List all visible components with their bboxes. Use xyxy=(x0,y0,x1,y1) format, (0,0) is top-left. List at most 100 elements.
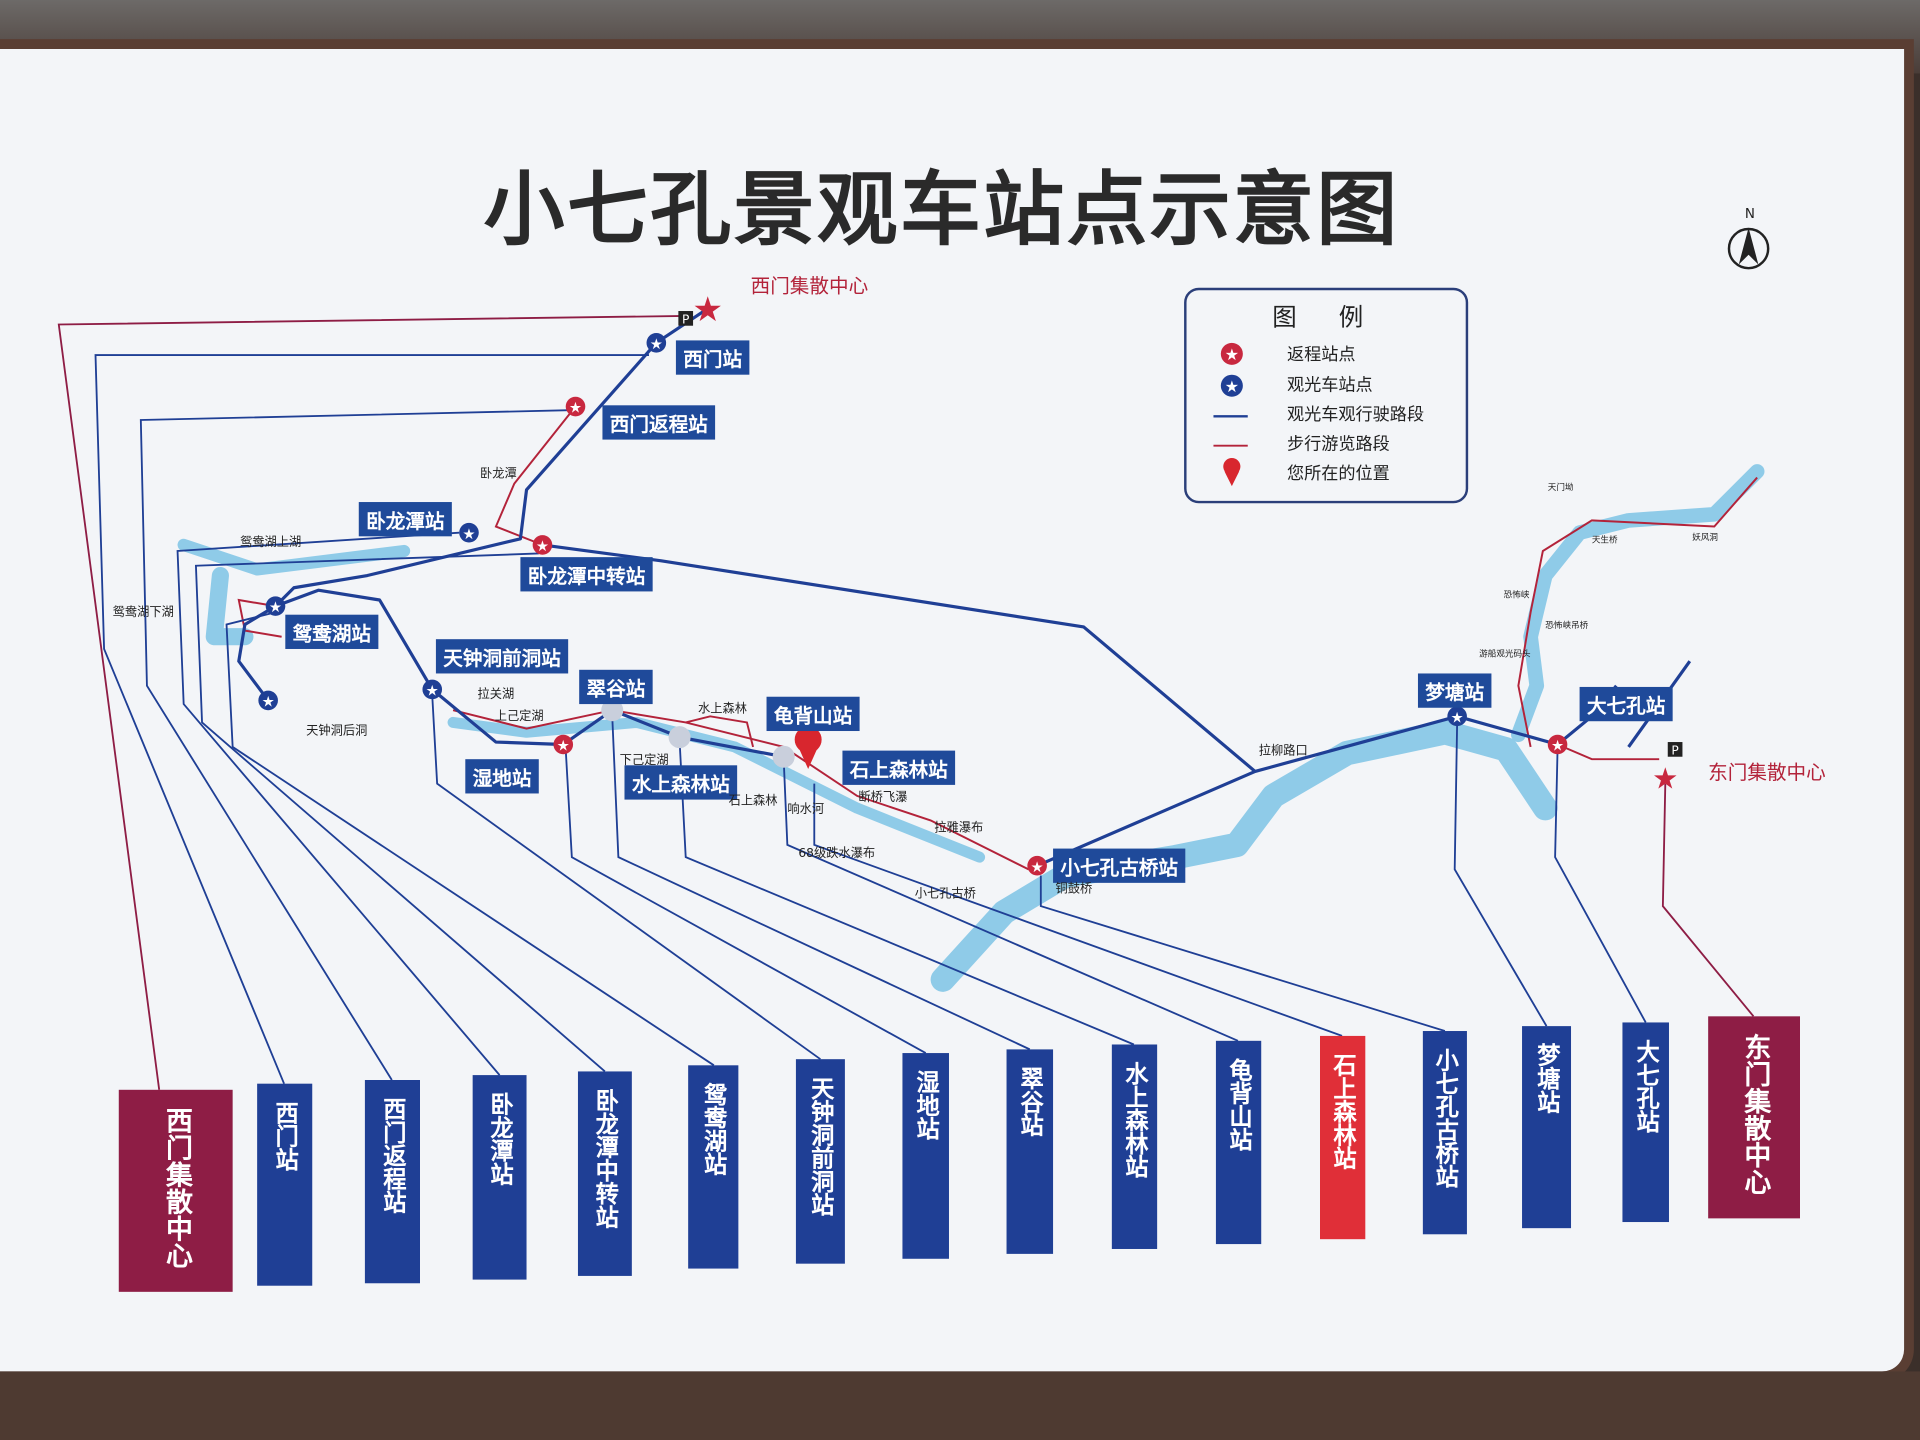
red-star-icon: ★ xyxy=(553,734,574,755)
svg-text:★: ★ xyxy=(557,738,570,755)
legend-item: 观光车观行驶路段 xyxy=(1286,405,1425,425)
station-label: 西门站 xyxy=(675,340,750,375)
red-star-icon: ★ xyxy=(565,396,586,417)
station-label: 天钟洞前洞站 xyxy=(435,639,569,674)
location-pin-icon xyxy=(794,726,822,769)
place-label: 卧龙潭 xyxy=(480,467,517,482)
station-label: 大七孔站 xyxy=(1579,686,1673,722)
svg-text:★: ★ xyxy=(1225,345,1239,364)
bar-station: 龟背山站 xyxy=(1215,1040,1262,1245)
bar-station: 小七孔古桥站 xyxy=(1422,1031,1467,1235)
place-label: 断桥飞瀑 xyxy=(858,791,908,805)
east-hub-label: 东门集散中心 xyxy=(1708,760,1826,784)
svg-text:★: ★ xyxy=(1551,738,1564,755)
blue-star-icon: ★ xyxy=(265,596,286,616)
bar-station: 大七孔站 xyxy=(1622,1022,1669,1223)
station-marker-shuishang xyxy=(668,726,691,749)
parking-icon: P xyxy=(678,311,694,326)
west-hub-label: 西门集散中心 xyxy=(750,274,869,298)
bar-station: 鸳鸯湖站 xyxy=(688,1065,739,1269)
bar-station: 梦塘站 xyxy=(1522,1026,1572,1229)
hub-star-icon: ★ xyxy=(692,290,723,330)
place-label: 天钟洞后洞 xyxy=(306,724,368,739)
walking-path xyxy=(237,405,1758,871)
bar-station: 湿地站 xyxy=(902,1053,949,1259)
legend-item: 您所在的位置 xyxy=(1286,464,1390,484)
svg-text:★: ★ xyxy=(650,336,663,353)
svg-text:★: ★ xyxy=(536,538,549,555)
place-label: 拉关湖 xyxy=(477,688,515,702)
place-label: 游船观光码头 xyxy=(1479,648,1531,659)
bar-station: 卧龙潭站 xyxy=(472,1075,527,1280)
bar-station: 卧龙潭中转站 xyxy=(577,1071,632,1276)
svg-text:★: ★ xyxy=(569,400,582,417)
svg-text:★: ★ xyxy=(262,694,275,711)
svg-text:★: ★ xyxy=(426,683,439,700)
place-label: 鸳鸯湖下湖 xyxy=(112,606,174,620)
frame-bottom xyxy=(0,1371,1920,1440)
hub-star-icon: ★ xyxy=(1652,762,1678,796)
place-label: 恐怖峡吊桥 xyxy=(1545,620,1589,631)
place-label: 天生桥 xyxy=(1591,535,1618,545)
bar-station: 翠谷站 xyxy=(1006,1049,1054,1254)
bar-station: 西门站 xyxy=(257,1083,313,1286)
legend-item: 步行游览路段 xyxy=(1286,434,1390,455)
parking-icon: P xyxy=(1667,742,1683,757)
blue-star-icon: ★ xyxy=(258,690,278,711)
svg-text:★: ★ xyxy=(1225,377,1239,396)
red-star-icon: ★ xyxy=(1027,855,1047,876)
location-pin-icon xyxy=(1223,457,1241,487)
legend-item: 观光车站点 xyxy=(1286,375,1373,396)
bar-station: 水上森林站 xyxy=(1111,1044,1158,1249)
place-label: 拉柳路口 xyxy=(1258,744,1308,758)
svg-text:★: ★ xyxy=(1031,859,1044,876)
place-label: 铜鼓桥 xyxy=(1055,882,1093,897)
station-label: 西门返程站 xyxy=(602,405,716,440)
red-star-icon: ★ xyxy=(1547,734,1568,755)
bar-station-current: 石上森林站 xyxy=(1320,1035,1366,1240)
blue-star-icon: ★ xyxy=(422,679,443,700)
place-label: 小七孔古桥 xyxy=(914,887,976,902)
legend-title: 图 例 xyxy=(1272,302,1381,332)
bus-route xyxy=(237,307,1692,868)
svg-text:N: N xyxy=(1745,207,1755,222)
station-label: 湿地站 xyxy=(465,759,539,794)
bar-west-hub: 西门集散中心 xyxy=(118,1089,233,1292)
place-label: 下己定湖 xyxy=(619,754,669,768)
red-star-icon: ★ xyxy=(532,535,553,555)
place-label: 拉雅瀑布 xyxy=(934,821,984,836)
north-arrow-icon: N xyxy=(1727,207,1770,270)
station-label: 小七孔古桥站 xyxy=(1053,848,1186,883)
station-marker-shishang xyxy=(772,745,795,768)
station-label: 龟背山站 xyxy=(766,696,860,732)
place-label: 石上森林 xyxy=(728,794,778,809)
place-label: 响水河 xyxy=(787,803,825,817)
legend: 图 例 ★ ★ 返程站点 观光车站点 观光车观行驶路段 步行游览路段 您所在的位… xyxy=(1184,287,1469,504)
place-label: 鸳鸯湖上湖 xyxy=(240,536,302,550)
blue-star-icon: ★ xyxy=(1220,374,1243,397)
place-label: 上己定湖 xyxy=(494,710,544,724)
map-title: 小七孔景观车站点示意图 xyxy=(483,162,1400,258)
bar-station: 西门返程站 xyxy=(364,1080,421,1284)
blue-star-icon: ★ xyxy=(646,333,667,353)
bar-east-hub: 东门集散中心 xyxy=(1708,1016,1801,1219)
leader-lines xyxy=(57,315,1755,1090)
svg-text:★: ★ xyxy=(462,526,475,543)
svg-text:★: ★ xyxy=(269,599,282,616)
station-label: 鸳鸯湖站 xyxy=(285,614,379,649)
blue-star-icon: ★ xyxy=(1447,706,1467,726)
svg-text:P: P xyxy=(682,312,689,326)
svg-text:★: ★ xyxy=(1451,709,1464,726)
bar-station: 天钟洞前洞站 xyxy=(795,1059,845,1264)
station-marker-cuigu xyxy=(601,699,624,722)
place-label: 妖风洞 xyxy=(1692,532,1718,543)
river xyxy=(177,464,1765,992)
red-star-icon: ★ xyxy=(1220,342,1243,365)
place-label: 水上森林 xyxy=(697,702,747,717)
legend-item: 返程站点 xyxy=(1286,345,1356,365)
station-markers: ★ ★ ★ ★ ★ ★ ★ ★ ★ ★ ★ ★ ★ P P N xyxy=(258,207,1770,876)
station-label: 梦塘站 xyxy=(1417,673,1492,708)
station-label: 卧龙潭站 xyxy=(358,502,452,537)
